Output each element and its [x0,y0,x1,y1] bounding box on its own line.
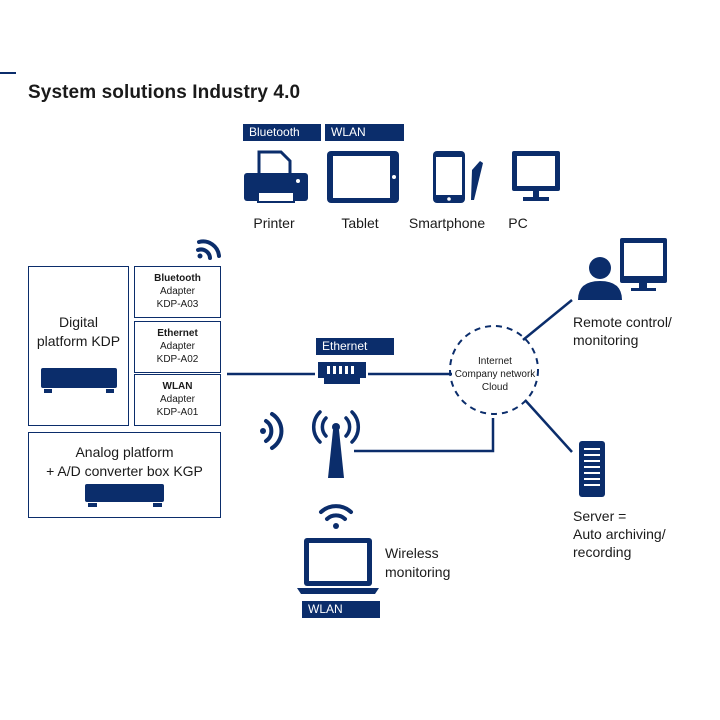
server-icon [579,441,605,497]
ethernet-connector-icon [318,362,366,384]
adapter-name: WLAN [162,381,193,392]
cloud-label-2: Company network [454,369,536,380]
adapter-type: Adapter [159,394,196,405]
kdp-device-icon [41,368,117,393]
smartphone-icon [433,151,483,203]
adapter-type: Adapter [159,286,196,297]
remote-user-icon [578,257,622,300]
cloud-label-3: Cloud [481,382,509,393]
adapter-model: KDP-A01 [156,407,199,418]
adapter-name: Bluetooth [154,273,201,284]
digital-platform-label-2: platform KDP [36,333,121,349]
analog-platform-label-1: Analog platform [75,444,174,460]
wlan-adapter-box: WLAN Adapter KDP-A01 [134,374,221,426]
smartphone-label: Smartphone [408,215,486,231]
tablet-label: Tablet [341,215,379,231]
bluetooth-tag: Bluetooth [243,124,321,141]
signal-icon [196,239,221,260]
tablet-icon [327,151,399,203]
connection-lines [227,299,573,453]
analog-platform-box: Analog platform + A/D converter box KGP [28,432,221,518]
printer-label: Printer [253,215,295,231]
top-accent-line [0,72,16,74]
antenna-icon [312,410,360,478]
wlan-tag-bottom: WLAN [302,601,380,618]
cloud-label-1: Internet [478,356,512,367]
cloud-circle [449,325,539,415]
wlan-tag-top: WLAN [325,124,404,141]
adapter-model: KDP-A03 [156,299,199,310]
analog-platform-label-2: + A/D converter box KGP [46,463,203,479]
wireless-label-2: monitoring [385,564,451,580]
kgp-device-icon [85,484,164,507]
server-label-3: recording [573,544,632,560]
digital-platform-label-1: Digital [59,314,98,330]
adapter-name: Ethernet [157,328,198,339]
server-label-1: Server = [573,508,627,524]
pc-label: PC [508,215,528,231]
server-label-2: Auto archiving/ [573,526,666,542]
bluetooth-adapter-box: Bluetooth Adapter KDP-A03 [134,266,221,318]
remote-label-2: monitoring [573,332,639,348]
remote-monitor-icon [620,238,667,291]
pc-icon [512,151,560,201]
digital-platform-box: Digital platform KDP [28,266,129,426]
adapter-model: KDP-A02 [156,354,199,365]
printer-icon [244,150,308,203]
wifi-icon [319,504,353,529]
page-title: System solutions Industry 4.0 [28,82,301,103]
ethernet-adapter-box: Ethernet Adapter KDP-A02 [134,321,221,373]
laptop-icon [297,538,379,594]
adapter-type: Adapter [159,341,196,352]
wireless-waves-icon [260,412,284,450]
ethernet-tag: Ethernet [316,338,394,355]
wireless-label-1: Wireless [385,545,439,561]
remote-label-1: Remote control/ [573,314,672,330]
